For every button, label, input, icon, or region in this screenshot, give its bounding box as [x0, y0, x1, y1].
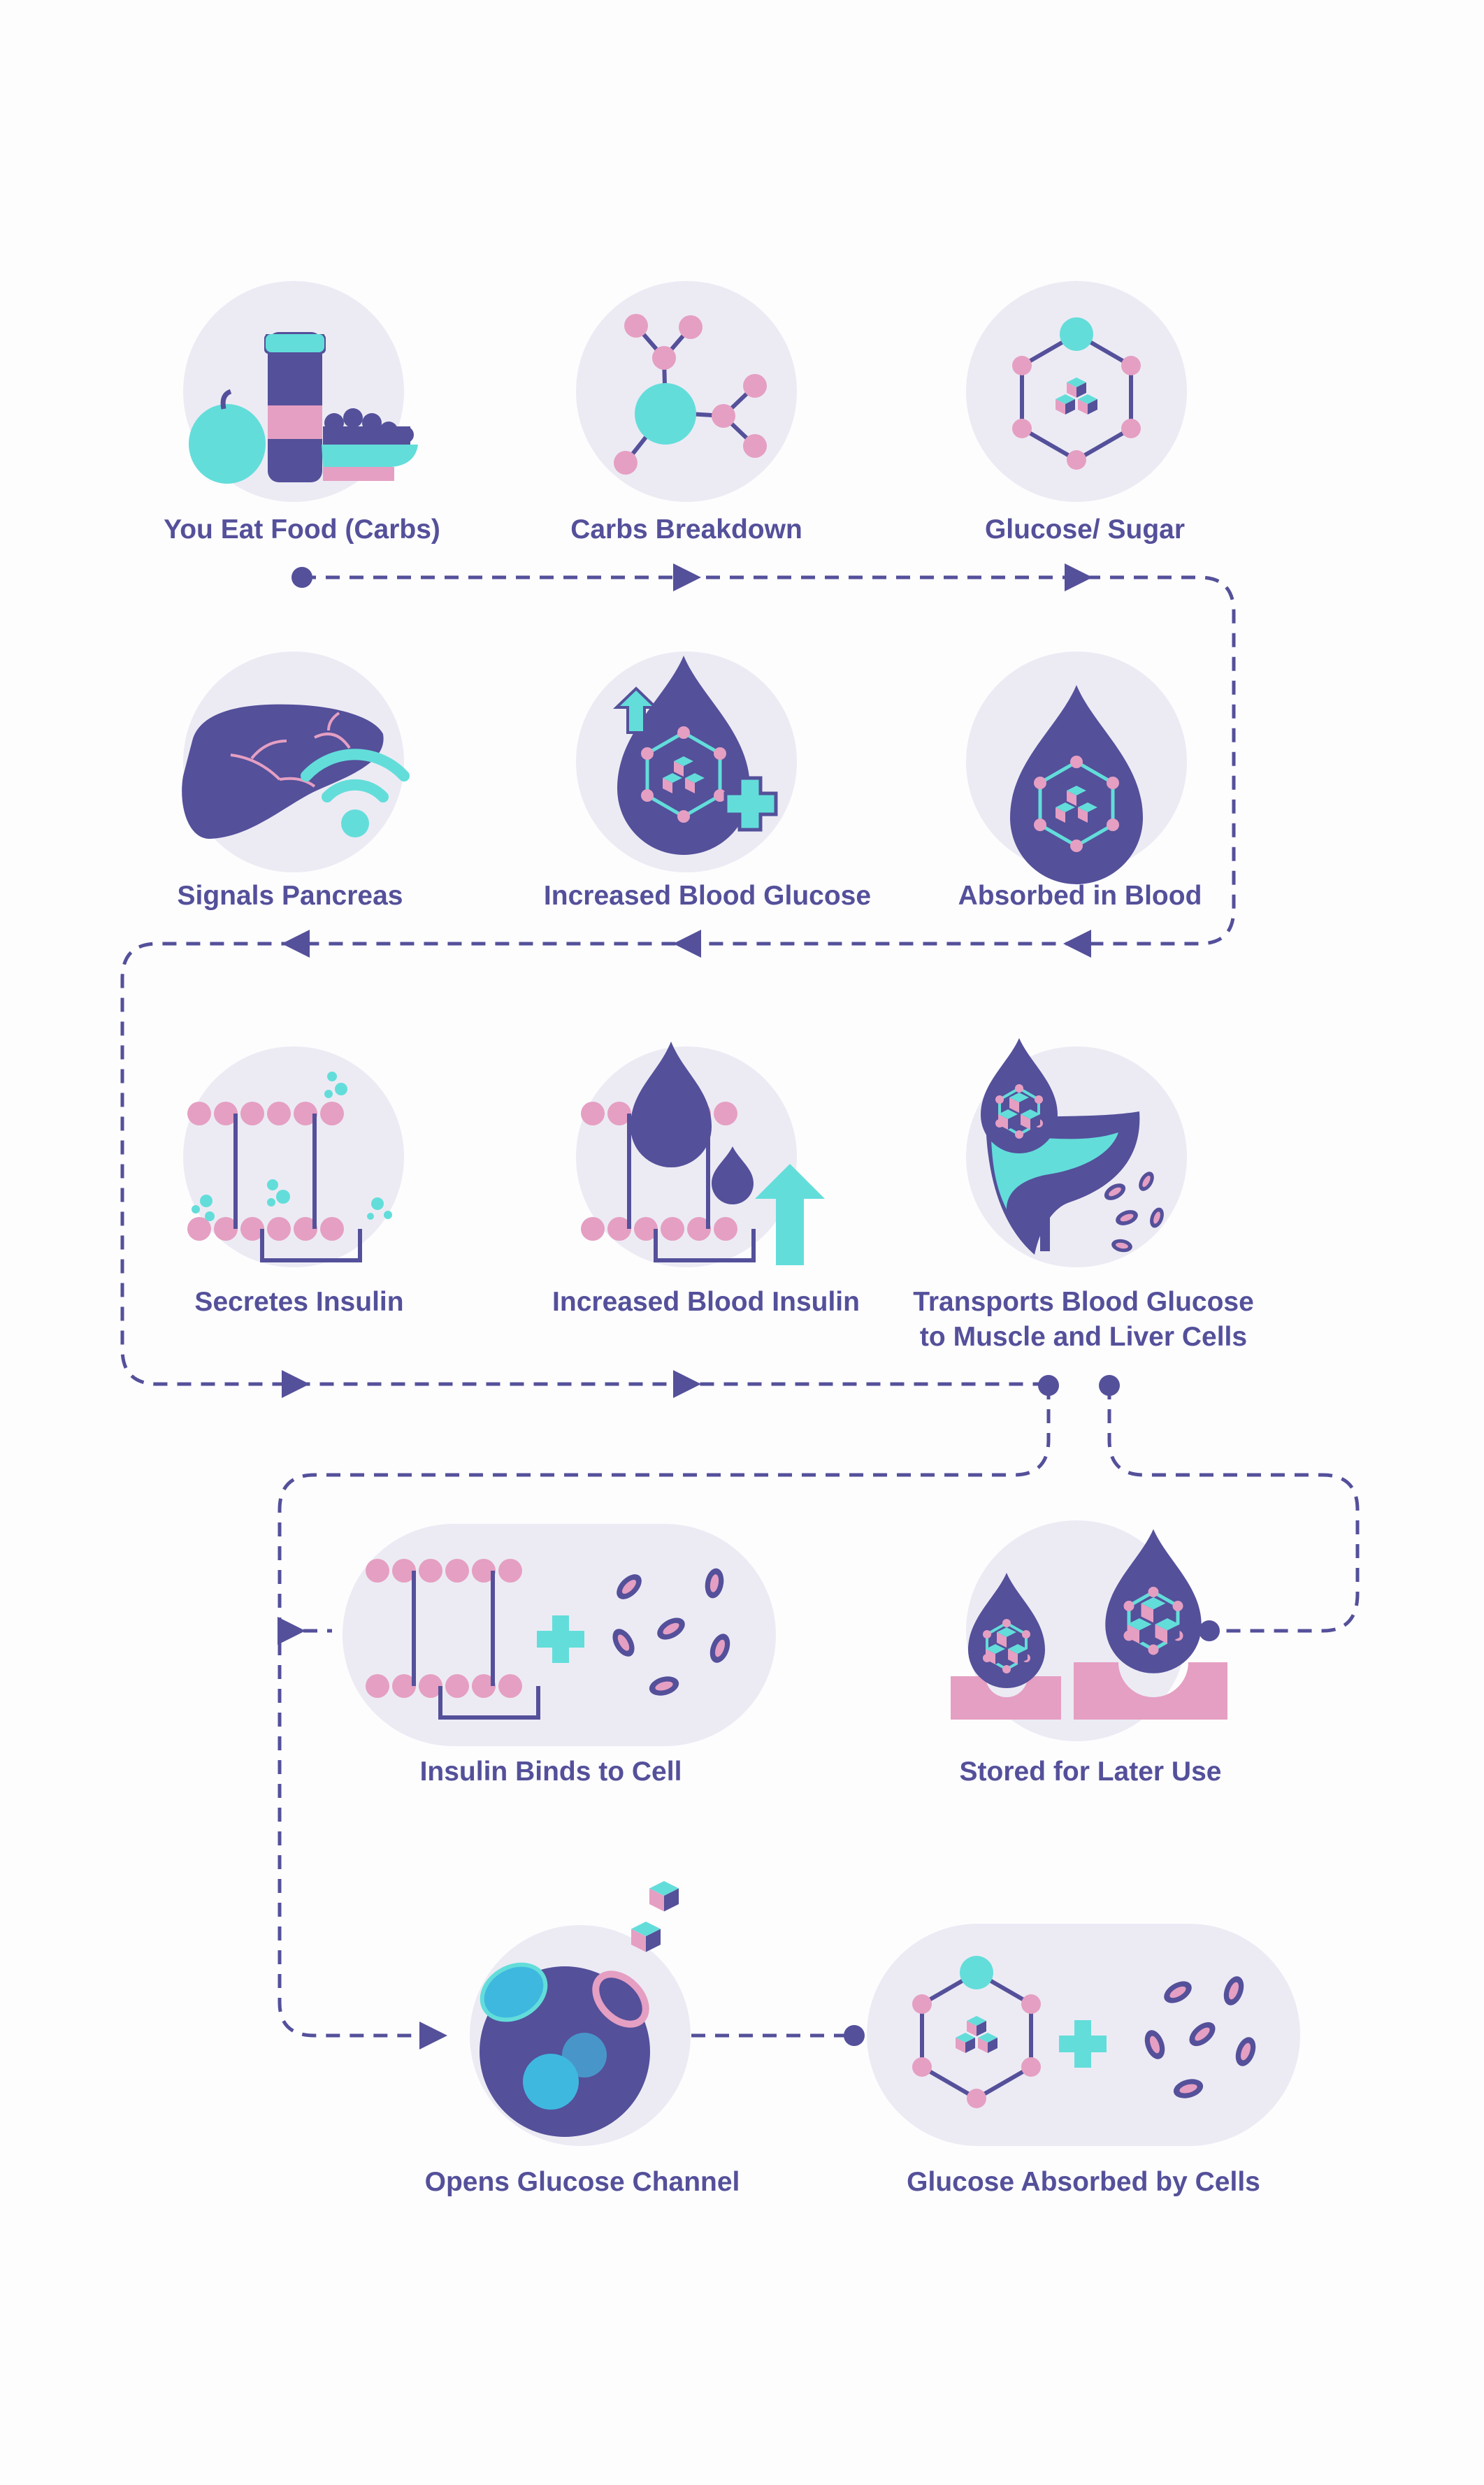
step-label-transports-blood-glucose: Transports Blood Glucose to Muscle and L…	[913, 1285, 1254, 1355]
step-label-increased-blood-glucose: Increased Blood Glucose	[543, 881, 872, 911]
step-label-carbs-breakdown: Carbs Breakdown	[570, 514, 802, 545]
step-label-opens-glucose-channel: Opens Glucose Channel	[424, 2167, 740, 2197]
step-label-stored-for-later-use: Stored for Later Use	[959, 1757, 1222, 1787]
step-label-secretes-insulin: Secretes Insulin	[194, 1287, 404, 1317]
membrane-insulin-icon	[183, 1046, 404, 1267]
food-bottle-apple-icon	[183, 281, 418, 502]
step-label-glucose-absorbed-by-cells: Glucose Absorbed by Cells	[907, 2167, 1260, 2197]
blood-drop-glucose-icon	[966, 651, 1187, 884]
step-label-transports-line1: Transports Blood Glucose	[913, 1287, 1254, 1317]
cell-channel-icon	[470, 1881, 691, 2146]
step-label-signals-pancreas: Signals Pancreas	[177, 881, 403, 911]
step-label-transports-line2: to Muscle and Liver Cells	[919, 1322, 1248, 1352]
step-label-insulin-binds-to-cell: Insulin Binds to Cell	[419, 1757, 682, 1787]
glucose-molecule-icon	[966, 281, 1187, 502]
step-label-increased-blood-insulin: Increased Blood Insulin	[552, 1287, 860, 1317]
step-label-you-eat-food: You Eat Food (Carbs)	[164, 514, 440, 545]
storage-drops-icon	[951, 1520, 1227, 1741]
liver-signal-icon	[182, 651, 410, 872]
insulin-plus-cells-icon	[343, 1524, 776, 1746]
step-label-absorbed-in-blood: Absorbed in Blood	[958, 881, 1202, 911]
flow-connectors	[120, 575, 1360, 2038]
liver-transport-icon	[966, 1038, 1187, 1267]
membrane-drop-up-icon	[576, 1042, 825, 1267]
flow-arrowheads	[278, 563, 1220, 2050]
glucose-plus-cells-icon	[867, 1924, 1300, 2146]
step-label-glucose-sugar: Glucose/ Sugar	[984, 514, 1186, 545]
molecule-breakdown-icon	[576, 281, 797, 502]
blood-drop-glucose-up-icon	[576, 651, 797, 872]
